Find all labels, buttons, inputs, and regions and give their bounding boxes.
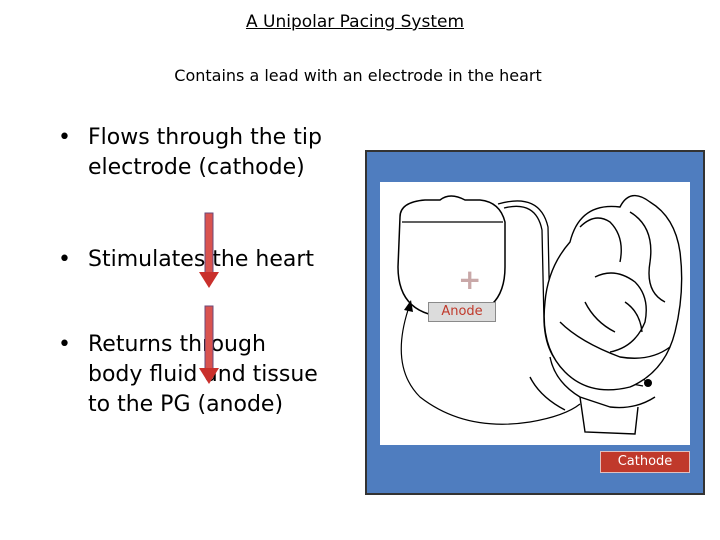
bullet-line: Returns through — [88, 332, 266, 357]
return-path-arrow — [400, 300, 581, 425]
bullet-marker: • — [58, 125, 71, 150]
slide-subtitle: Contains a lead with an electrode in the… — [174, 66, 542, 85]
bullet-line: Stimulates the heart — [88, 247, 315, 272]
anode-label: Anode — [428, 302, 496, 322]
bullet-marker: • — [58, 332, 71, 357]
heart-icon — [529, 194, 683, 435]
cathode-label: Cathode — [600, 451, 690, 473]
bullet-line: body fluid and tissue — [88, 362, 318, 387]
down-arrow-icon — [199, 212, 219, 288]
bullet-line: electrode (cathode) — [88, 155, 305, 180]
down-arrow-icon — [199, 305, 219, 384]
pacing-diagram-panel — [365, 150, 705, 495]
tip-electrode-icon — [644, 379, 652, 387]
bullet-line: to the PG (anode) — [88, 392, 284, 417]
diagram-illustration — [380, 182, 690, 445]
bullet-marker: • — [58, 247, 71, 272]
heart-pacemaker-illustration — [397, 194, 683, 435]
pulse-generator-icon — [397, 195, 506, 318]
bullet-line: Flows through the tip — [88, 125, 322, 150]
slide-title: A Unipolar Pacing System — [245, 12, 465, 32]
plus-sign-icon: + — [458, 263, 482, 296]
